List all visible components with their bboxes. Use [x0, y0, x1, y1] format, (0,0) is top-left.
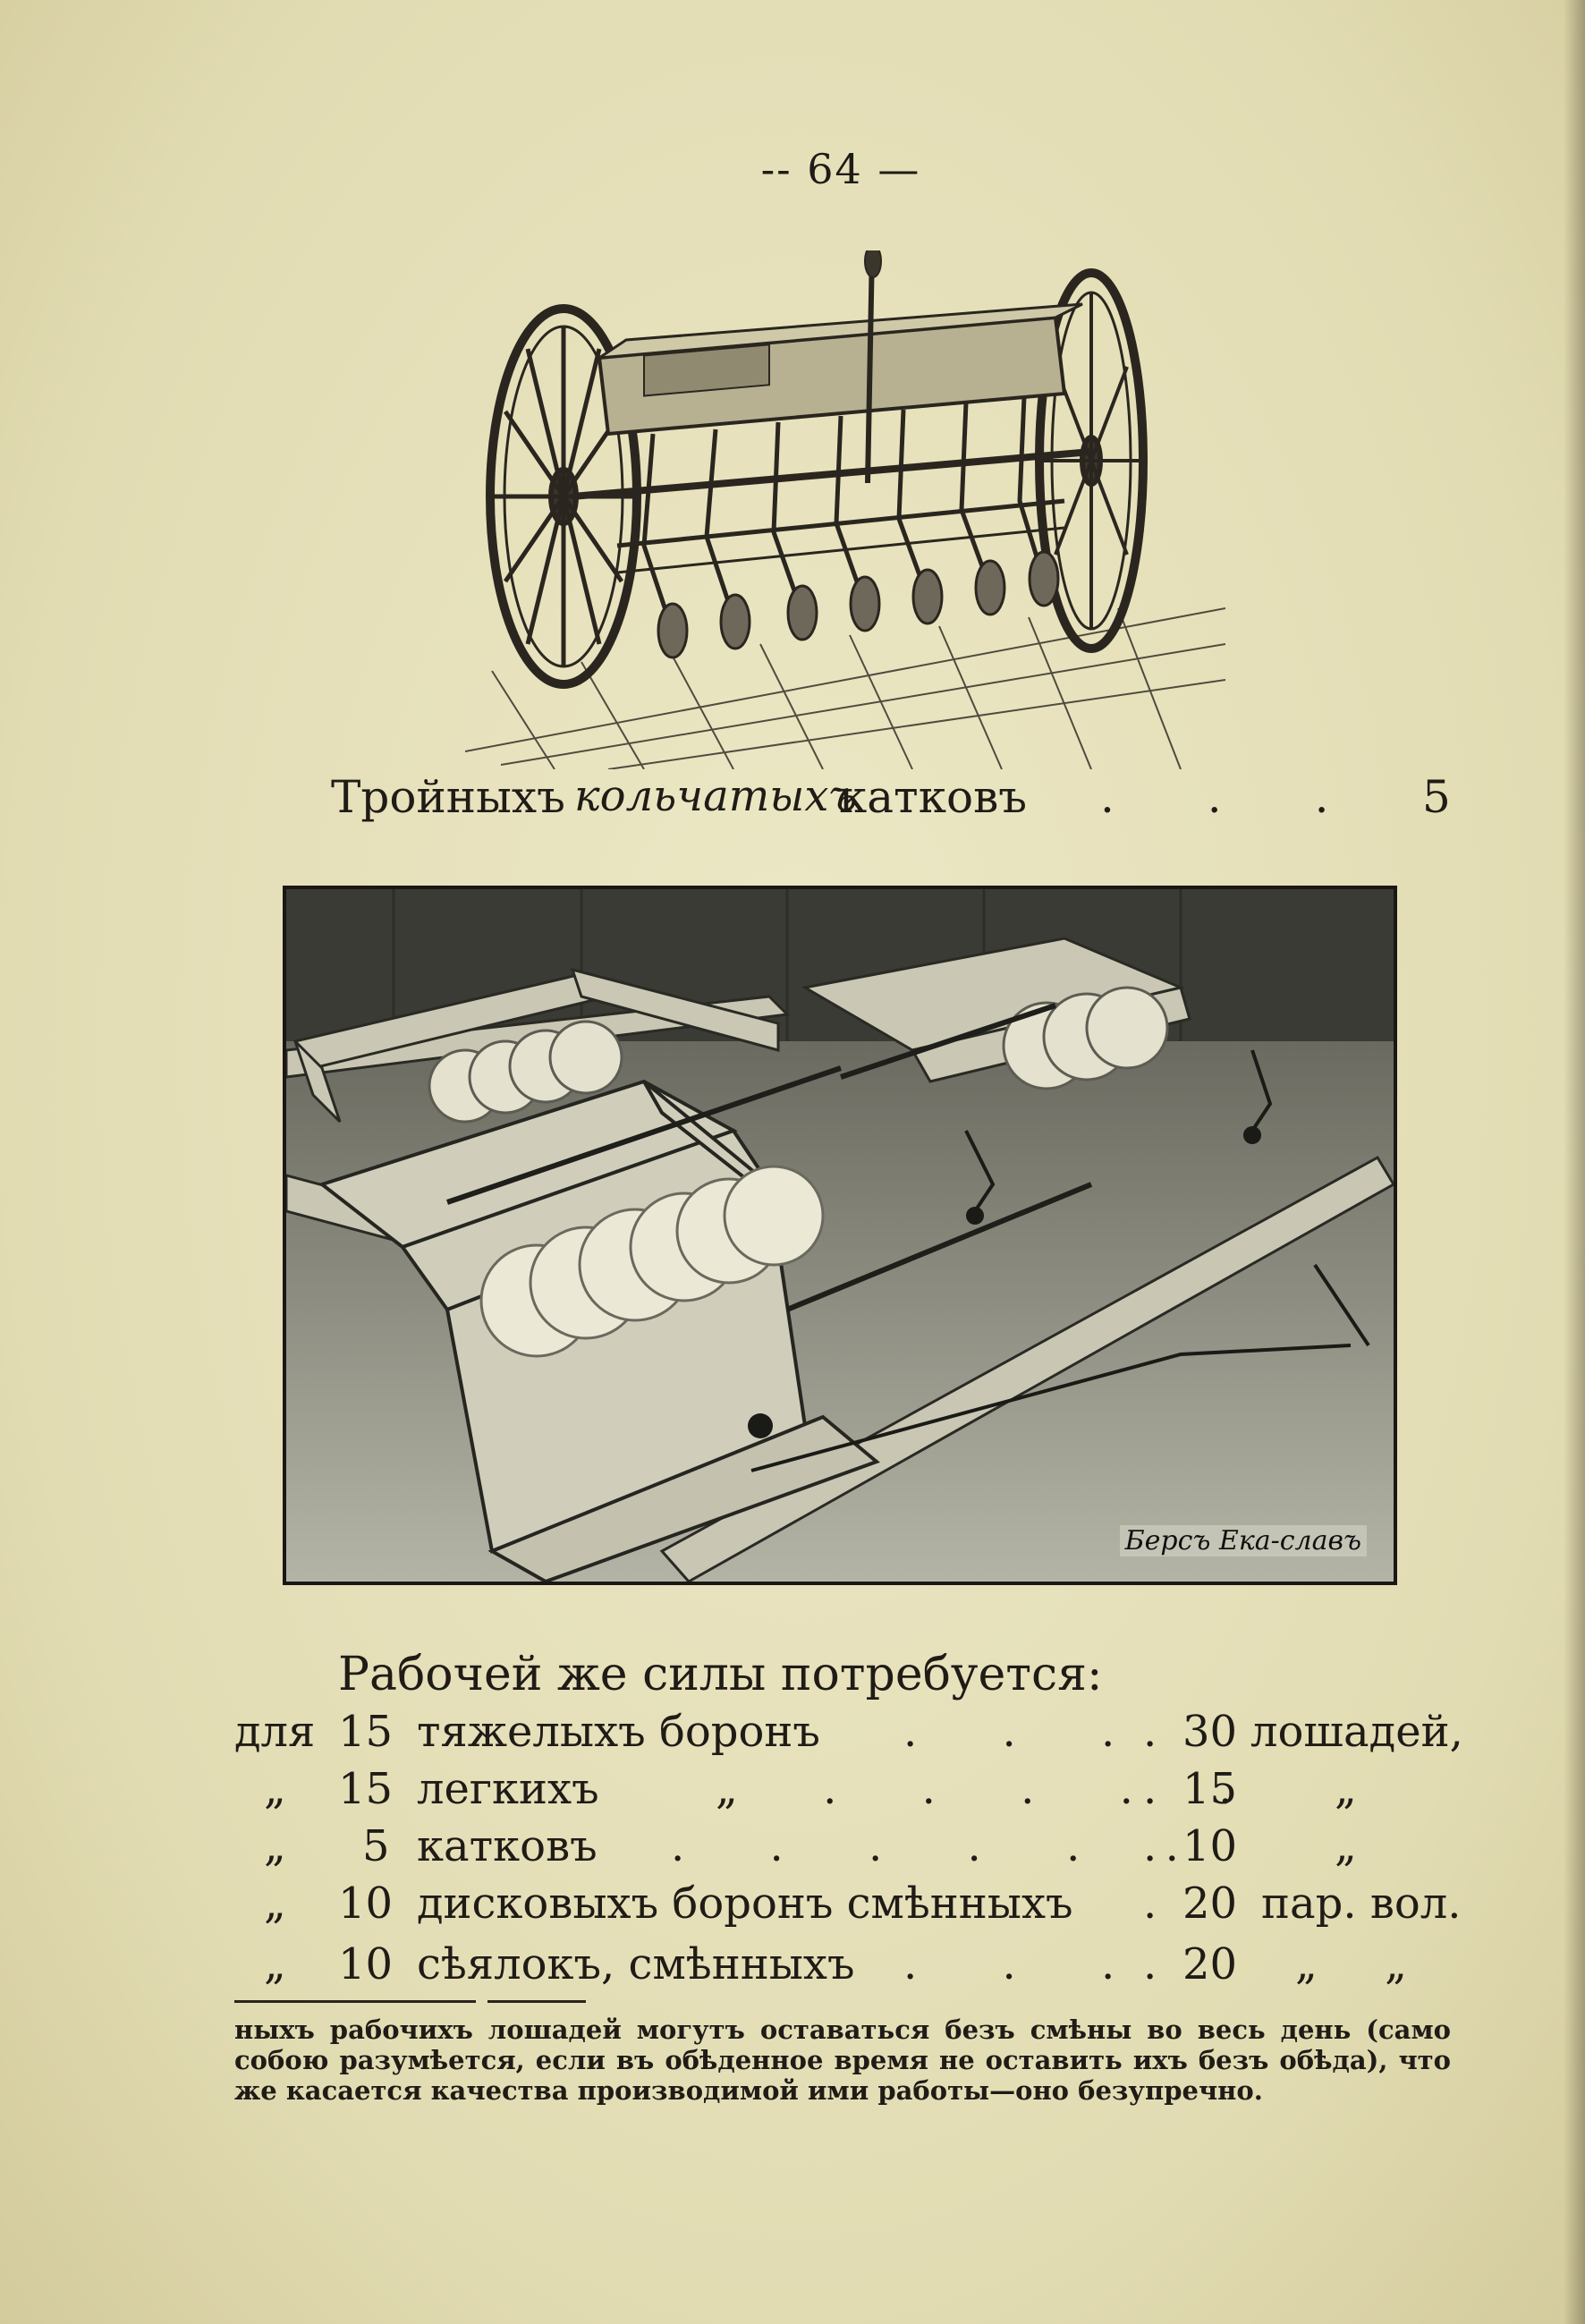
caption-dots: . . .	[1100, 771, 1369, 823]
page-edge-shadow	[1564, 0, 1585, 2324]
page-number: -- 64 —	[760, 145, 921, 193]
row-leader: .	[1143, 1879, 1157, 1929]
row-value: 10	[1182, 1821, 1238, 1871]
row-prefix: для	[234, 1707, 316, 1757]
requirement-row: „ 15 легкихъ „ . . . . . . 15 „	[0, 1764, 1585, 1821]
row-leader: .	[1143, 1821, 1157, 1871]
requirements-heading: Рабочей же силы потребуется:	[338, 1648, 1103, 1701]
caption-line: Тройныхъ кольчатыхъ катковъ . . . 5	[331, 771, 1458, 834]
row-dots: . . . . . .	[671, 1821, 1215, 1871]
row-quantity: 5	[362, 1821, 390, 1871]
row-quantity: 10	[338, 1939, 394, 1989]
row-leader: .	[1143, 1707, 1157, 1757]
row-item: сѣялокъ, смѣнныхъ	[417, 1939, 855, 1989]
row-value: 15	[1182, 1764, 1238, 1814]
caption-word-italic: кольчатыхъ	[574, 771, 858, 821]
requirement-row: „ 10 дисковыхъ боронъ смѣнныхъ . 20 пар.…	[0, 1879, 1585, 1936]
caption-number: 5	[1422, 771, 1451, 823]
row-value: 20	[1182, 1939, 1238, 1989]
caption-word: Тройныхъ	[331, 771, 565, 823]
row-unit: лошадей,	[1250, 1707, 1463, 1757]
row-quantity: 10	[338, 1879, 394, 1929]
row-value: 30	[1182, 1707, 1238, 1757]
row-prefix: „	[264, 1879, 286, 1929]
roller-photograph: Берсъ Ека-славъ	[283, 886, 1397, 1585]
row-dots: „ . . . . .	[716, 1764, 1268, 1814]
row-item: тяжелыхъ боронъ	[417, 1707, 820, 1757]
requirement-row: для 15 тяжелыхъ боронъ . . . . 30 лошаде…	[0, 1707, 1585, 1764]
row-leader: .	[1143, 1764, 1157, 1814]
seed-drill-illustration	[465, 250, 1225, 769]
photo-signature: Берсъ Ека-славъ	[1119, 1525, 1367, 1556]
row-value: 20	[1182, 1879, 1238, 1929]
roller-photo-image	[286, 889, 1394, 1582]
row-prefix: „	[264, 1821, 286, 1871]
row-dots: . . .	[903, 1939, 1151, 1989]
row-unit: „	[1335, 1764, 1357, 1814]
row-unit: пар. вол.	[1261, 1879, 1462, 1929]
row-prefix: „	[264, 1764, 286, 1814]
requirement-row: „ 5 катковъ . . . . . . . 10 „	[0, 1821, 1585, 1879]
row-quantity: 15	[338, 1707, 394, 1757]
row-leader: .	[1143, 1939, 1157, 1989]
footnote-rule	[487, 2000, 586, 2003]
row-unit: „	[1335, 1821, 1357, 1871]
footnote-text: ныхъ рабочихъ лошадей могутъ оставаться …	[234, 2014, 1451, 2106]
row-item: катковъ	[417, 1821, 598, 1871]
footnote-rule	[234, 2000, 476, 2003]
caption-word: катковъ	[839, 771, 1028, 823]
row-item: дисковыхъ боронъ смѣнныхъ	[417, 1879, 1073, 1929]
requirement-row: „ 10 сѣялокъ, смѣнныхъ . . . . 20 „ „	[0, 1939, 1585, 1997]
row-item: легкихъ	[417, 1764, 599, 1814]
row-quantity: 15	[338, 1764, 394, 1814]
row-unit: „ „	[1295, 1939, 1434, 1989]
row-dots: . . .	[903, 1707, 1151, 1757]
row-prefix: „	[264, 1939, 286, 1989]
